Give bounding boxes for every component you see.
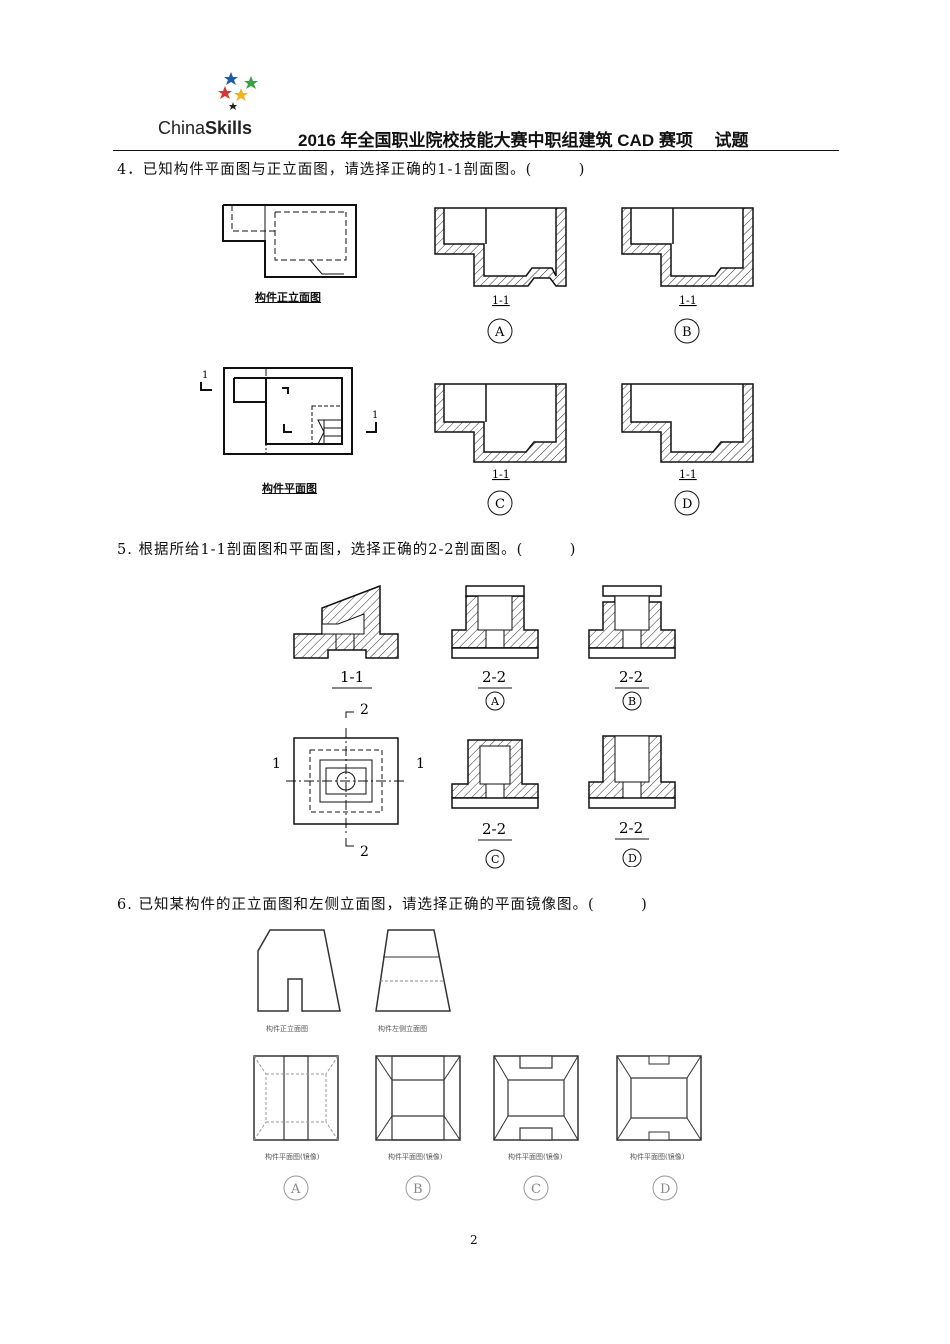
q4-option-b-letter: B bbox=[682, 325, 692, 340]
q4-plan-drawing: 1 1 bbox=[200, 367, 378, 455]
q4-section-mark-left: 1 bbox=[202, 370, 208, 381]
q5-option-c[interactable]: 2-2 C bbox=[448, 736, 548, 871]
q6-option-a[interactable]: A bbox=[250, 1052, 345, 1207]
q6-front-caption: 构件正立面图 bbox=[266, 1025, 308, 1033]
q4-option-b[interactable]: 1-1 B bbox=[617, 200, 762, 350]
question-6-text: 6. 已知某构件的正立面图和左侧立面图，请选择正确的平面镜像图。( ) bbox=[117, 897, 648, 913]
q5-option-b-label: 2-2 bbox=[619, 668, 643, 686]
chinaskills-logo-stars bbox=[218, 72, 258, 110]
q4-option-c-letter: C bbox=[495, 497, 505, 512]
q5-mark-2-bottom: 2 bbox=[360, 844, 369, 860]
q4-option-c[interactable]: 1-1 C bbox=[430, 378, 575, 518]
q5-given-section-label: 1-1 bbox=[340, 668, 364, 686]
q6-option-c-caption: 构件平面图(镜像) bbox=[508, 1153, 563, 1161]
q6-option-a-letter: A bbox=[290, 1182, 301, 1197]
q6-option-d[interactable]: D bbox=[613, 1052, 708, 1207]
q4-option-b-label: 1-1 bbox=[679, 294, 697, 307]
q5-option-b-letter: B bbox=[628, 695, 636, 708]
q5-option-c-label: 2-2 bbox=[482, 820, 506, 838]
q4-front-elevation-caption: 构件正立面图 bbox=[255, 291, 321, 304]
q6-side-caption: 构件左侧立面图 bbox=[378, 1025, 427, 1033]
q5-option-d-label: 2-2 bbox=[619, 819, 643, 837]
q4-plan-caption: 构件平面图 bbox=[262, 482, 317, 495]
q6-option-c-letter: C bbox=[531, 1182, 541, 1197]
q6-option-a-caption: 构件平面图(镜像) bbox=[265, 1153, 320, 1161]
q5-option-d[interactable]: 2-2 D bbox=[585, 732, 685, 867]
question-4-text: 4．已知构件平面图与正立面图，请选择正确的1-1剖面图。( ) bbox=[117, 162, 586, 178]
q5-option-c-letter: C bbox=[491, 853, 499, 866]
q4-section-mark-right: 1 bbox=[372, 410, 378, 421]
q5-mark-1-right: 1 bbox=[416, 756, 425, 772]
q5-mark-1-left: 1 bbox=[272, 756, 281, 772]
q6-option-d-caption: 构件平面图(镜像) bbox=[630, 1153, 685, 1161]
q4-option-d-label: 1-1 bbox=[679, 468, 697, 481]
logo-wordmark: ChinaSkills bbox=[158, 118, 253, 138]
star-icon bbox=[218, 72, 258, 110]
q5-option-b[interactable]: 2-2 B bbox=[585, 582, 685, 712]
q4-option-d-letter: D bbox=[682, 497, 692, 512]
q6-option-d-letter: D bbox=[660, 1182, 670, 1197]
q4-option-d[interactable]: 1-1 D bbox=[617, 378, 762, 518]
q5-plan-drawing: 2 2 1 1 bbox=[272, 702, 425, 860]
q6-option-b-letter: B bbox=[413, 1182, 423, 1197]
q5-option-d-letter: D bbox=[628, 852, 637, 865]
q4-option-c-label: 1-1 bbox=[492, 468, 510, 481]
q6-front-elevation-drawing bbox=[257, 929, 341, 1012]
q4-option-a-label: 1-1 bbox=[492, 294, 510, 307]
q5-option-a-letter: A bbox=[490, 695, 500, 708]
question-5-text: 5. 根据所给1-1剖面图和平面图，选择正确的2-2剖面图。( ) bbox=[117, 542, 577, 558]
q5-section-1-1-drawing: 1-1 bbox=[293, 584, 399, 689]
q5-option-a-label: 2-2 bbox=[482, 668, 506, 686]
q5-option-a[interactable]: 2-2 A bbox=[448, 582, 548, 712]
header-divider bbox=[113, 150, 839, 151]
q6-side-elevation-drawing bbox=[375, 929, 451, 1012]
page-number: 2 bbox=[470, 1233, 478, 1247]
q4-front-elevation-drawing bbox=[222, 204, 357, 278]
q6-option-c[interactable]: C bbox=[490, 1052, 585, 1207]
page-header-title: 2016 年全国职业院校技能大赛中职组建筑 CAD 赛项 试题 bbox=[298, 131, 749, 150]
q4-option-a-letter: A bbox=[494, 325, 505, 340]
q5-mark-2-top: 2 bbox=[360, 702, 369, 718]
q6-option-b-caption: 构件平面图(镜像) bbox=[388, 1153, 443, 1161]
q6-option-b[interactable]: B bbox=[372, 1052, 467, 1207]
q4-option-a[interactable]: 1-1 A bbox=[430, 200, 575, 350]
